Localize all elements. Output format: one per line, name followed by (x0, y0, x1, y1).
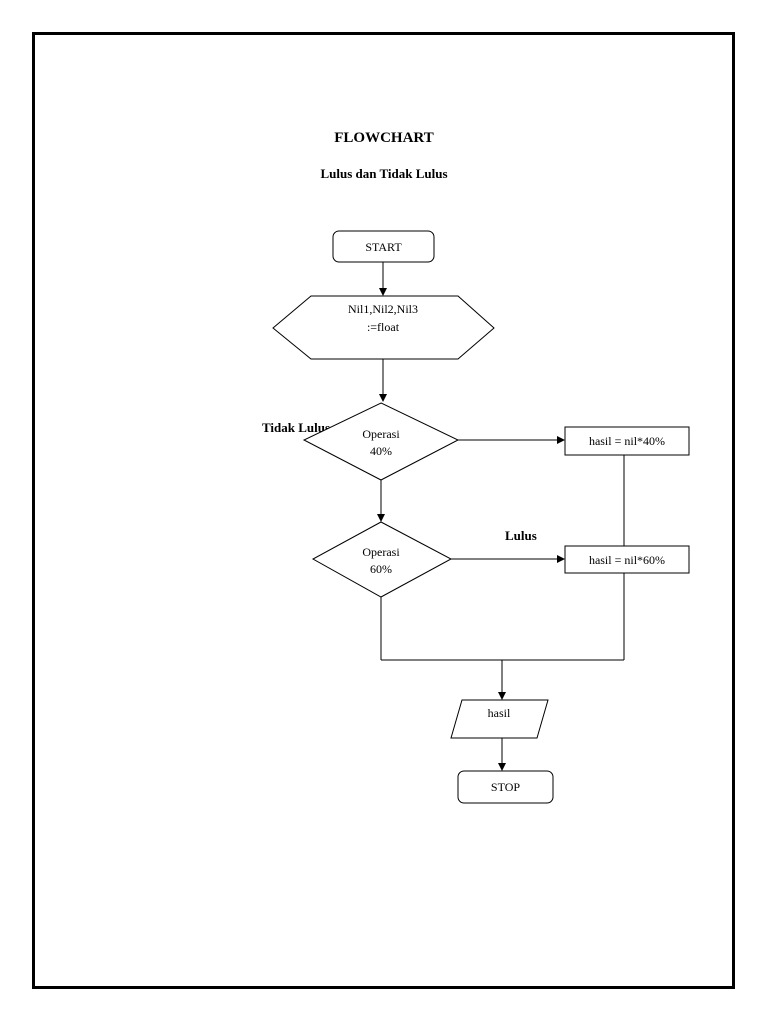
process1-box (564, 426, 690, 456)
decision1-label-line2: 40% (370, 444, 392, 458)
process1-label: hasil = nil*40% (589, 434, 665, 448)
stop-label: STOP (491, 780, 520, 794)
input-label-line2: :=float (367, 320, 400, 334)
input-label-line1: Nil1,Nil2,Nil3 (348, 302, 418, 316)
output-parallelogram (450, 699, 549, 739)
document-subtitle: Lulus dan Tidak Lulus (320, 166, 448, 181)
decision1-label-line1: Operasi (362, 427, 400, 441)
input-hexagon (272, 295, 495, 360)
decision2-label-line2: 60% (370, 562, 392, 576)
stop-terminator (457, 770, 554, 804)
label-lulus: Lulus (505, 528, 537, 543)
start-label: START (365, 240, 402, 254)
label-tidak-lulus: Tidak Lulus (262, 420, 330, 435)
document-title: FLOWCHART (334, 130, 434, 146)
decision2-label-line1: Operasi (362, 545, 400, 559)
decision2-diamond (311, 521, 453, 598)
page-border (32, 32, 735, 989)
process2-box (564, 545, 690, 574)
output-label: hasil (488, 706, 511, 720)
decision1-diamond (302, 402, 460, 481)
process2-label: hasil = nil*60% (589, 553, 665, 567)
